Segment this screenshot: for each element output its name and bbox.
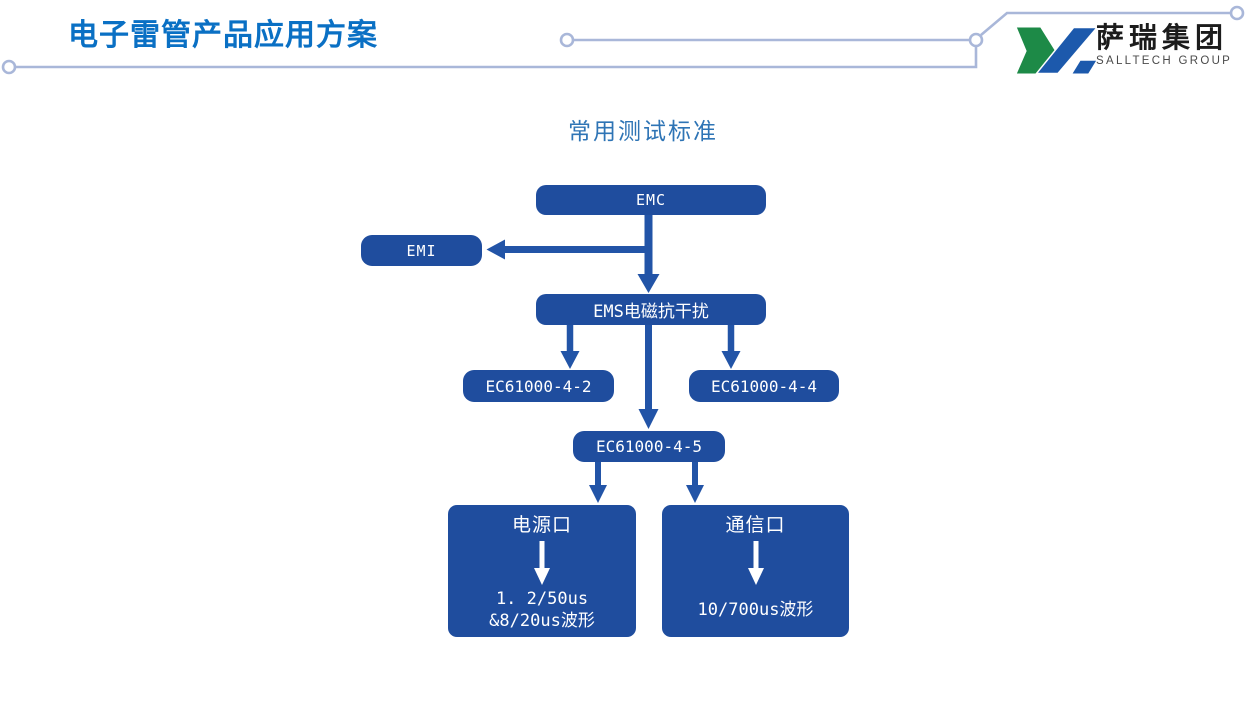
company-name-en: SALLTECH GROUP (1096, 55, 1233, 67)
power-waveform-line1: 1. 2/50us (495, 589, 589, 609)
node-comm-port: 通信口 10/700us波形 (662, 505, 849, 637)
decor-circle-right (1229, 5, 1245, 21)
decor-circle-mid-right (968, 32, 984, 48)
down-arrow-icon (747, 541, 764, 585)
company-name-cn: 萨瑞集团 (1096, 22, 1229, 53)
comm-port-waveform: 10/700us波形 (697, 600, 814, 620)
decor-circle-mid-left (559, 32, 575, 48)
node-ec61000-4-4: EC61000-4-4 (689, 370, 839, 402)
node-ec61000-4-2: EC61000-4-2 (463, 370, 614, 402)
node-ec61000-4-5: EC61000-4-5 (573, 431, 725, 462)
node-power-port: 电源口 1. 2/50us &8/20us波形 (448, 505, 636, 637)
node-ems: EMS电磁抗干扰 (536, 294, 766, 325)
decor-circle-left (1, 59, 17, 75)
arrowhead-ec4 (721, 351, 741, 369)
power-port-waveform: 1. 2/50us &8/20us波形 (489, 588, 595, 632)
node-emi: EMI (361, 235, 482, 266)
down-arrow-icon (534, 541, 550, 585)
logo-text-block: 萨瑞集团 SALLTECH GROUP (1096, 22, 1246, 67)
arrowhead-ec5 (638, 409, 659, 429)
power-port-title: 电源口 (511, 514, 572, 536)
arrowhead-power (589, 485, 607, 503)
arrowhead-emc-ems (637, 274, 660, 293)
power-waveform-line2: &8/20us波形 (489, 611, 595, 631)
diagram-title: 常用测试标准 (568, 118, 718, 144)
salltech-logo-icon (1016, 26, 1099, 75)
arrowhead-comm (686, 485, 704, 503)
arrowhead-ec2 (560, 351, 580, 369)
comm-port-title: 通信口 (725, 514, 786, 536)
node-emc: EMC (536, 185, 766, 215)
arrowhead-emi (486, 239, 505, 260)
page-title: 电子雷管产品应用方案 (68, 19, 378, 52)
